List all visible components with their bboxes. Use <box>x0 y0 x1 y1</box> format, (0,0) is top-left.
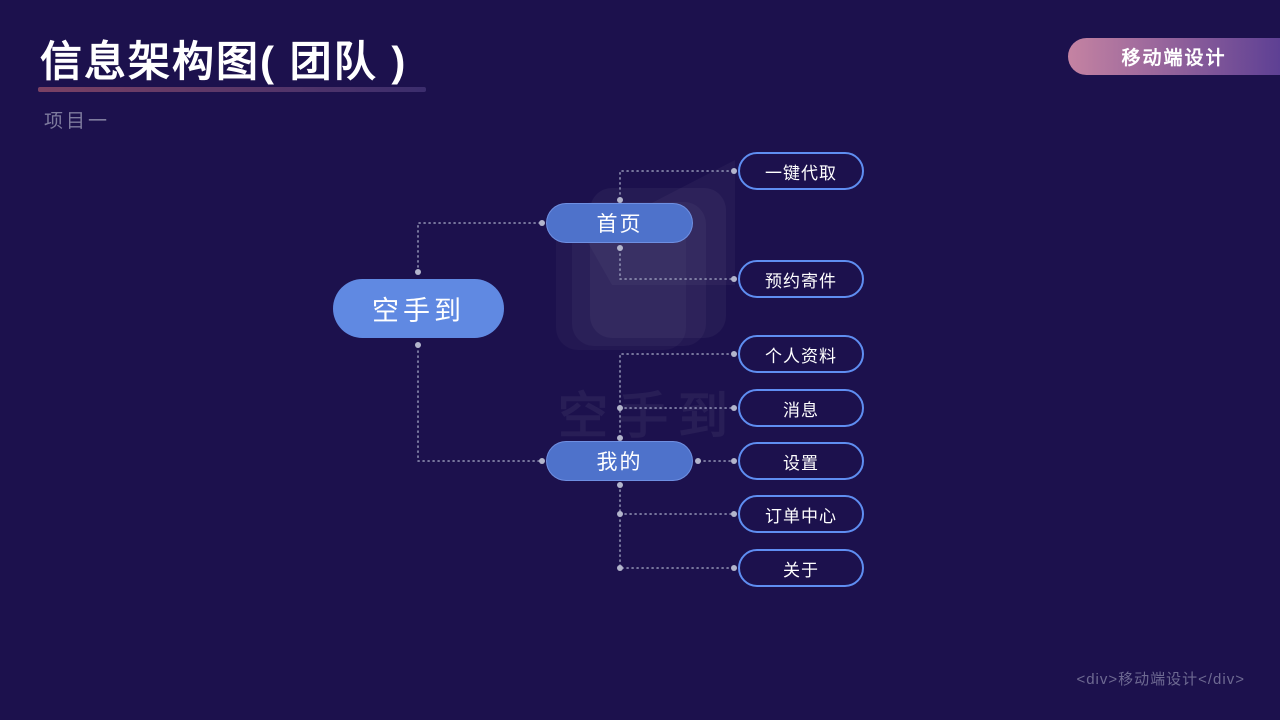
page-title: 信息架构图( 团队 ) <box>40 38 408 85</box>
leaf-profile: 个人资料 <box>738 335 864 373</box>
title-underline <box>38 87 426 92</box>
leaf-one-click-pickup: 一键代取 <box>738 152 864 190</box>
node-mine: 我的 <box>546 441 693 481</box>
category-badge: 移动端设计 <box>1068 38 1280 75</box>
node-root: 空手到 <box>333 279 504 338</box>
leaf-order-center: 订单中心 <box>738 495 864 533</box>
leaf-about: 关于 <box>738 549 864 587</box>
watermark-text: 空手到 <box>558 388 738 444</box>
leaf-messages: 消息 <box>738 389 864 427</box>
node-home: 首页 <box>546 203 693 243</box>
footer-code-text: <div>移动端设计</div> <box>1076 671 1245 688</box>
leaf-schedule-send: 预约寄件 <box>738 260 864 298</box>
project-label: 项目一 <box>44 111 111 132</box>
leaf-settings: 设置 <box>738 442 864 480</box>
category-badge-label: 移动端设计 <box>1121 48 1227 69</box>
